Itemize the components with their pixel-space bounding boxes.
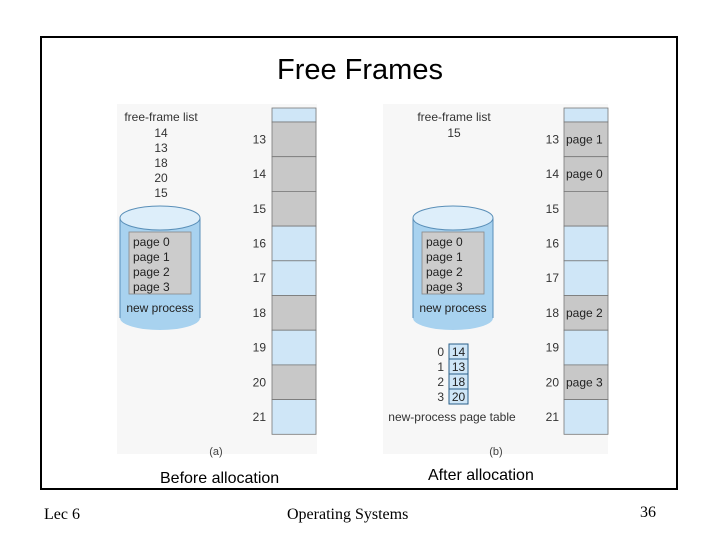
page-table-frame: 18 (452, 375, 466, 389)
page-table-frame: 14 (452, 345, 466, 359)
panel-b-frame-cell (563, 156, 609, 192)
panel-a-disk-pages-box (128, 231, 192, 295)
panel-b-frame-number: 15 (546, 202, 560, 216)
panel-a-frame-cell (271, 399, 317, 435)
page-table-frame: 20 (452, 390, 466, 404)
panel-a-frame-number: 20 (253, 375, 267, 389)
panel-a-frame-cell (271, 364, 317, 400)
panel-b-disk-label: new process (419, 301, 486, 315)
panel-a-free-frame-entry: 18 (154, 156, 168, 170)
page-table-index: 0 (437, 345, 444, 359)
panel-a-disk-page-label: page 0 (133, 235, 170, 249)
footer-course: Operating Systems (287, 506, 409, 523)
panel-a-frame-number: 16 (253, 236, 267, 250)
footer-page-number: 36 (640, 504, 656, 521)
panel-b-disk-page-label: page 1 (426, 250, 463, 264)
panel-a-disk-label: new process (126, 301, 193, 315)
panel-b-frame-number: 21 (546, 410, 560, 424)
panel-b-frame-content: page 1 (566, 132, 603, 146)
panel-b-disk-bottom (413, 306, 493, 330)
panel-a-frame-cell (271, 121, 317, 158)
panel-a-disk-page-label: page 3 (133, 280, 170, 294)
caption-before: Before allocation (160, 470, 280, 487)
panel-b-free-frame-entry: 15 (447, 126, 461, 140)
panel-a-frame-number: 13 (253, 132, 267, 146)
panel-b-frame-cell (563, 260, 609, 296)
panel-a-frame-number: 21 (253, 410, 267, 424)
panel-b-disk-page-label: page 2 (426, 265, 463, 279)
panel-b-frame-cell (563, 329, 609, 366)
panel-b-frame-cell (563, 295, 609, 331)
panel-b-frame-number: 14 (546, 167, 560, 181)
page-table-index: 3 (437, 390, 444, 404)
panel-b-frame-cell (563, 190, 609, 227)
panel-a-frame-number: 19 (253, 341, 267, 355)
panel-a-free-frame-entry: 15 (154, 186, 168, 200)
panel-b-free-frame-list-label: free-frame list (417, 110, 491, 124)
panel-b-frame-content: page 2 (566, 306, 603, 320)
panel-a-disk-bottom (120, 306, 200, 330)
panel-a-free-frame-entry: 14 (154, 126, 168, 140)
panel-b-frame-number: 13 (546, 132, 560, 146)
page-table-cell (448, 388, 469, 405)
slide-title: Free Frames (277, 54, 443, 86)
panel-b-frame-cell (563, 121, 609, 158)
panel-a-frame-cell (271, 260, 317, 296)
page-table-index: 1 (437, 360, 444, 374)
panel-b-frame-cell (563, 225, 609, 262)
panel-a-free-frame-entry: 13 (154, 141, 168, 155)
panel-b-disk-top (412, 205, 494, 231)
page-table-frame: 13 (452, 360, 466, 374)
panel-a-disk-page-label: page 2 (133, 265, 170, 279)
panel-b-frame-number: 18 (546, 306, 560, 320)
panel-a-free-frame-entry: 20 (154, 171, 168, 185)
panel-b-frame-number: 19 (546, 341, 560, 355)
panel-b-frame-content: page 0 (566, 167, 603, 181)
footer-lecture: Lec 6 (44, 506, 80, 523)
caption-after: After allocation (428, 467, 534, 484)
panel-a-frame-number: 14 (253, 167, 267, 181)
panel-b-tag: (b) (489, 446, 502, 458)
panel-a-disk-page-label: page 1 (133, 250, 170, 264)
panel-a-frame-number: 17 (253, 271, 267, 285)
page-table-index: 2 (437, 375, 444, 389)
panel-a-frame-cell (271, 329, 317, 366)
panel-b-disk-pages-box (421, 231, 485, 295)
panel-a-frame-cell (271, 295, 317, 331)
panel-b-frame-number: 20 (546, 375, 560, 389)
page-table-label: new-process page table (388, 410, 516, 424)
panel-b-frame-number: 16 (546, 236, 560, 250)
panel-a-free-frame-list-label: free-frame list (124, 110, 198, 124)
panel-b-disk-page-label: page 3 (426, 280, 463, 294)
panel-a-tag: (a) (209, 446, 222, 458)
panel-a-frame-number: 18 (253, 306, 267, 320)
panel-b-frame-cell (563, 399, 609, 435)
panel-b-disk-page-label: page 0 (426, 235, 463, 249)
panel-a-frame-cell (271, 156, 317, 192)
panel-a-frame-number: 15 (253, 202, 267, 216)
panel-b-frame-content: page 3 (566, 375, 603, 389)
panel-a-disk-top (119, 205, 201, 231)
panel-a-frame-cell (271, 225, 317, 262)
panel-b-frame-number: 17 (546, 271, 560, 285)
panel-a-frame-above (271, 107, 317, 123)
panel-b-frame-cell (563, 364, 609, 400)
panel-b-frame-above (563, 107, 609, 123)
panel-a-frame-cell (271, 190, 317, 227)
